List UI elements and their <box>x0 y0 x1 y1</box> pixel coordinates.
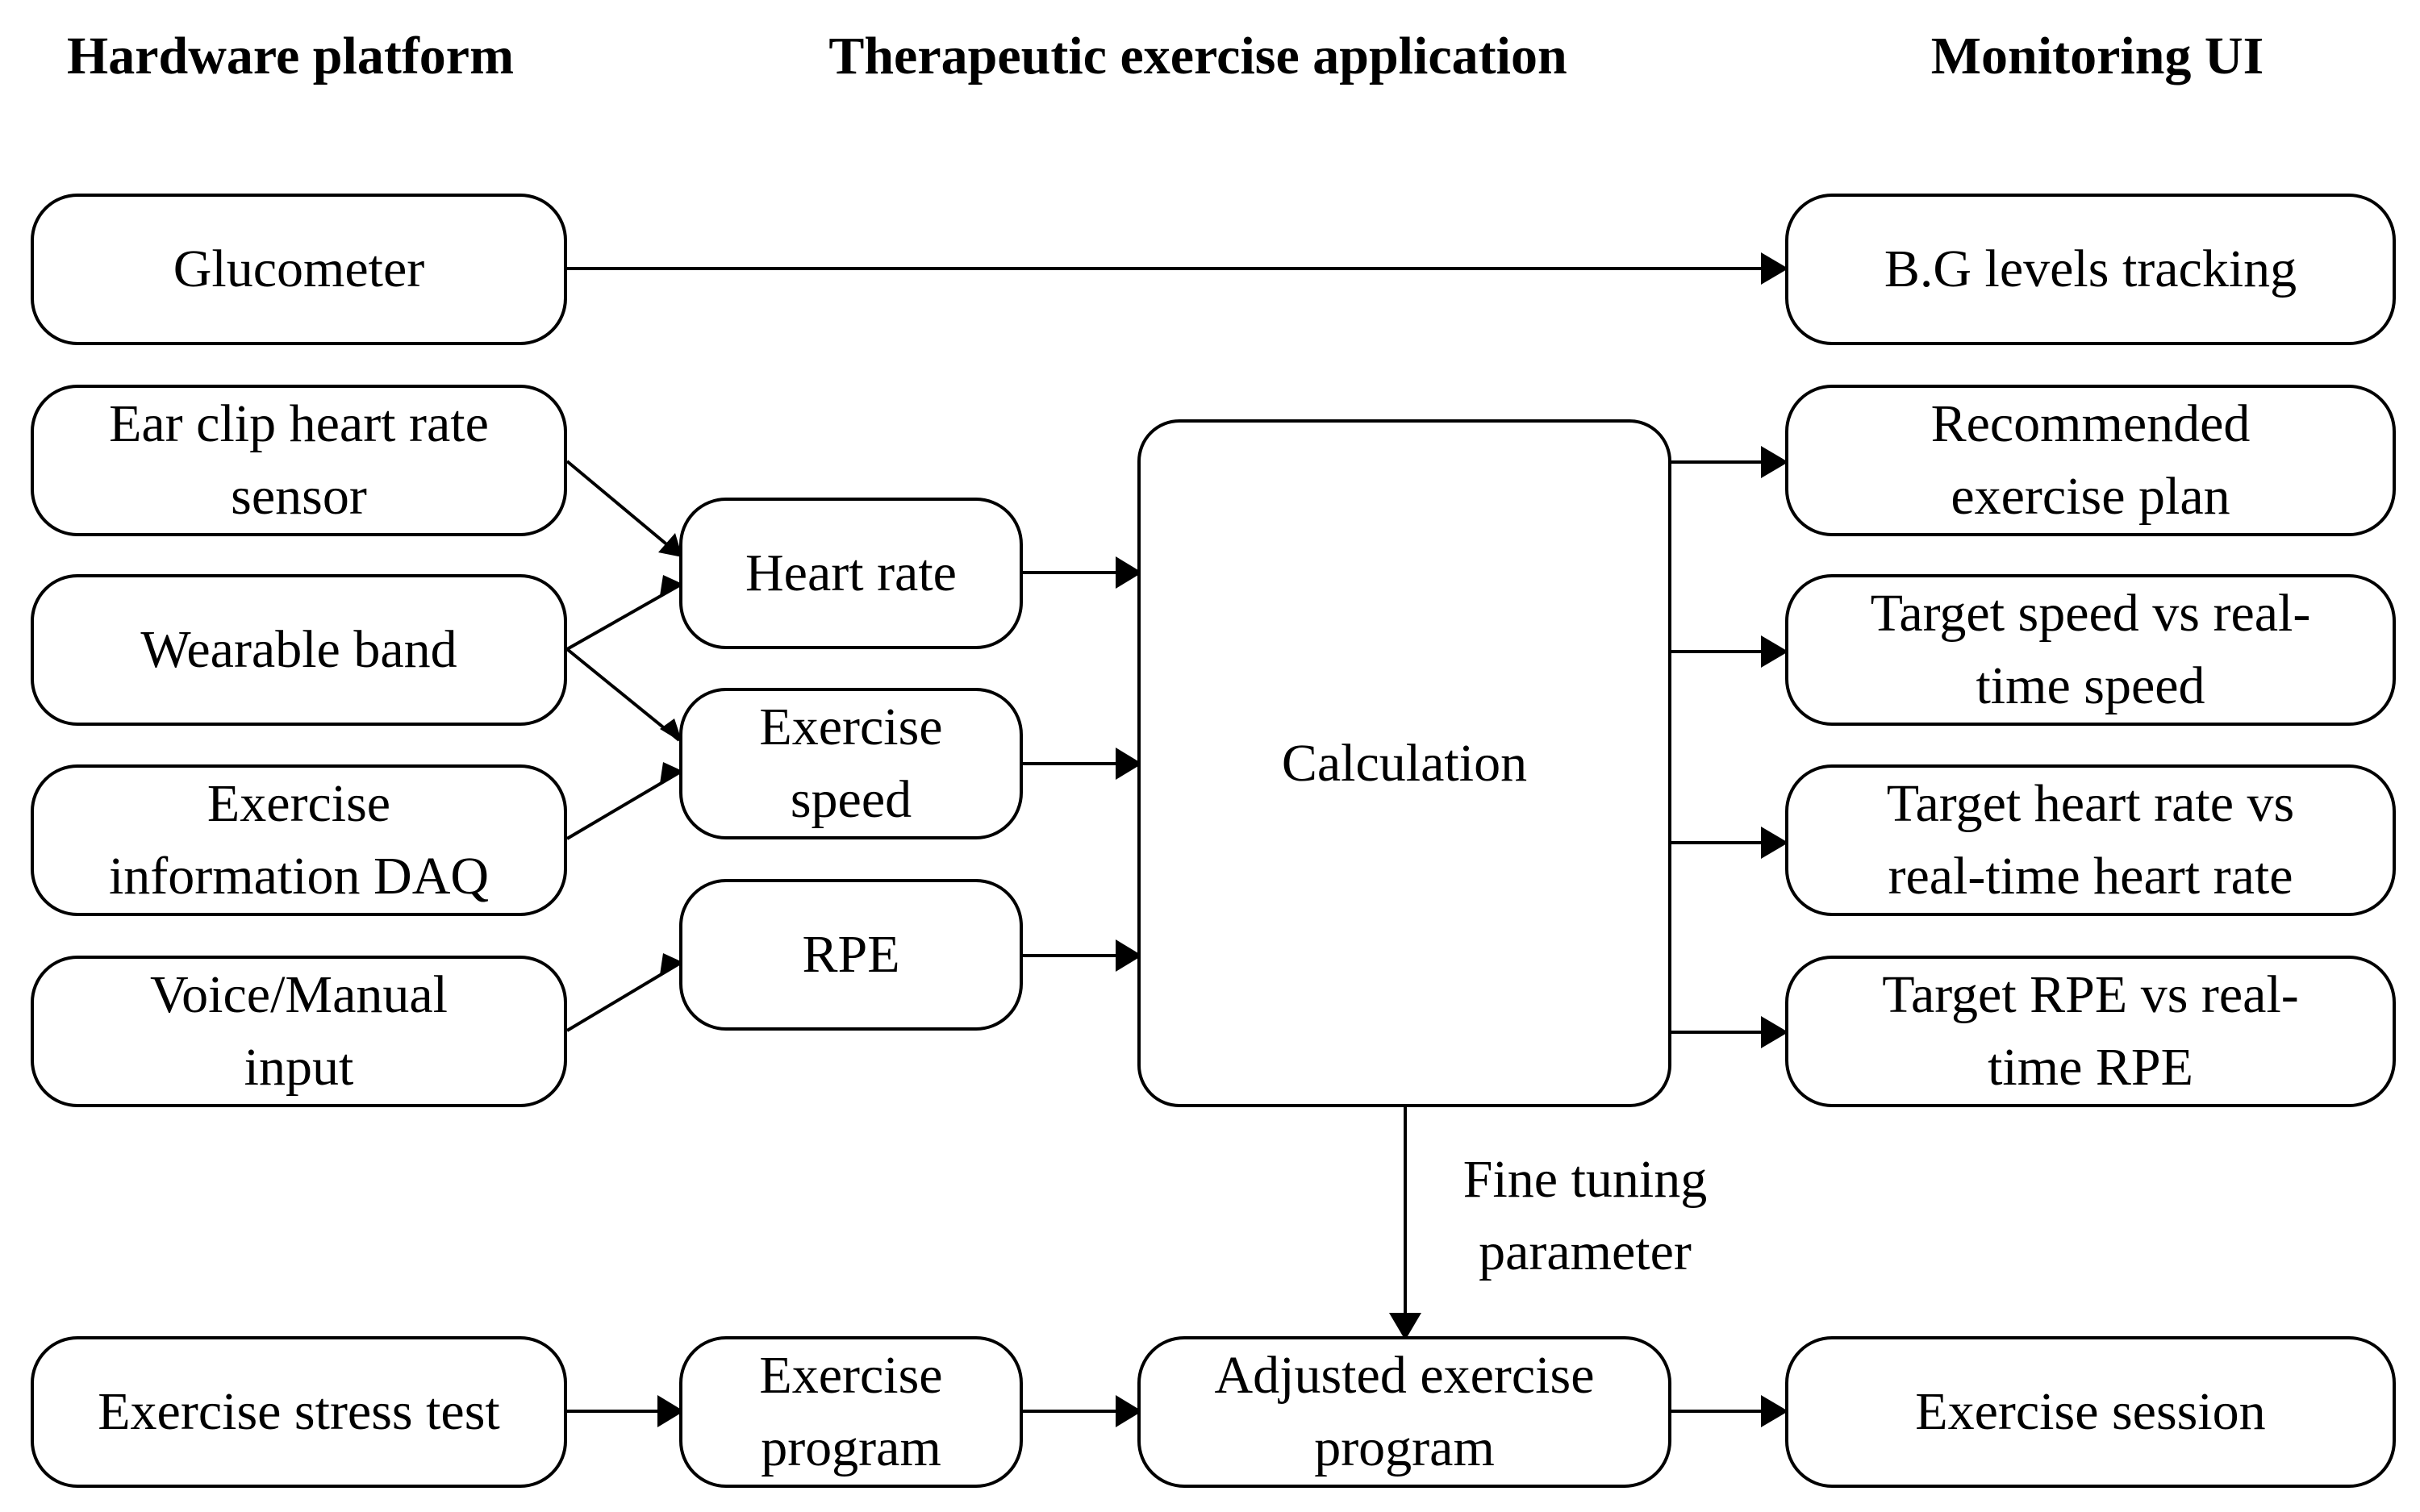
adjusted-program-label-line1: Adjusted exercise <box>1214 1346 1595 1405</box>
stress-test-label: Exercise stress test <box>98 1382 500 1441</box>
target-rpe-label-line1: Target RPE vs real- <box>1882 965 2299 1024</box>
heart-rate-label: Heart rate <box>745 544 957 602</box>
node-exercise-stress-test: Exercise stress test <box>31 1336 567 1488</box>
node-ear-clip-sensor: Ear clip heart rate sensor <box>31 385 567 536</box>
glucometer-label: Glucometer <box>173 240 425 298</box>
arrowhead-speed-calc <box>1116 748 1142 780</box>
node-adjusted-exercise-program: Adjusted exercise program <box>1137 1336 1671 1488</box>
header-hardware-platform: Hardware platform <box>66 27 515 85</box>
arrow-band-to-speed <box>565 648 681 742</box>
exercise-speed-label-line2: speed <box>790 770 912 829</box>
voice-input-label-line1: Voice/Manual <box>149 965 449 1024</box>
arrowhead-glucometer-to-bg <box>1761 252 1788 285</box>
exercise-speed-label-line1: Exercise <box>759 698 943 756</box>
arrowhead-band-speed <box>660 719 682 743</box>
arrowhead-voice-rpe <box>660 953 682 975</box>
adjusted-program-label-line2: program <box>1314 1418 1495 1477</box>
node-exercise-session: Exercise session <box>1785 1336 2396 1488</box>
target-hr-label-line2: real-time heart rate <box>1888 847 2293 906</box>
arrowhead-program-adjusted <box>1116 1395 1142 1427</box>
arrowhead-hr-calc <box>1116 556 1142 589</box>
target-rpe-label-line2: time RPE <box>1988 1038 2193 1097</box>
calculation-label: Calculation <box>1281 733 1528 793</box>
arrowhead-adjusted <box>1389 1313 1421 1340</box>
node-heart-rate: Heart rate <box>679 498 1023 649</box>
recommended-plan-label-line2: exercise plan <box>1951 467 2230 526</box>
node-exercise-daq: Exercise information DAQ <box>31 764 567 916</box>
fine-tuning-line2: parameter <box>1479 1223 1692 1281</box>
voice-input-label-line2: input <box>244 1038 354 1097</box>
arrow-voice-to-rpe <box>565 962 681 1032</box>
exercise-program-label-line1: Exercise <box>759 1346 943 1405</box>
arrow-daq-to-speed <box>565 771 681 840</box>
target-speed-label-line2: time speed <box>1976 656 2205 715</box>
ear-clip-label-line2: sensor <box>231 467 367 526</box>
arrowhead-adjusted-session <box>1761 1395 1788 1427</box>
exercise-daq-label-line1: Exercise <box>207 774 391 833</box>
arrow-earclip-to-heartrate <box>565 460 681 556</box>
target-speed-label-line1: Target speed vs real- <box>1870 584 2311 643</box>
node-target-rpe-compare: Target RPE vs real- time RPE <box>1785 956 2396 1107</box>
node-target-speed-compare: Target speed vs real- time speed <box>1785 574 2396 726</box>
node-recommended-exercise-plan: Recommended exercise plan <box>1785 385 2396 536</box>
exercise-program-label-line2: program <box>761 1418 941 1477</box>
node-calculation: Calculation <box>1137 419 1671 1107</box>
arrowhead-stress-program <box>657 1395 684 1427</box>
arrow-band-to-heartrate <box>566 584 680 651</box>
exercise-session-label: Exercise session <box>1915 1382 2266 1441</box>
rpe-label: RPE <box>802 925 900 984</box>
node-glucometer: Glucometer <box>31 194 567 345</box>
node-exercise-speed: Exercise speed <box>679 688 1023 839</box>
node-rpe: RPE <box>679 879 1023 1031</box>
arrowhead-speed-compare <box>1761 635 1788 668</box>
target-hr-label-line1: Target heart rate vs <box>1886 774 2295 833</box>
arrowhead-hr-compare <box>1761 827 1788 859</box>
node-wearable-band: Wearable band <box>31 574 567 726</box>
node-exercise-program: Exercise program <box>679 1336 1023 1488</box>
fine-tuning-parameter-label: Fine tuning parameter <box>1424 1143 1746 1289</box>
fine-tuning-line1: Fine tuning <box>1462 1150 1708 1209</box>
wearable-band-label: Wearable band <box>140 620 457 679</box>
header-monitoring-ui: Monitoring UI <box>1930 27 2264 85</box>
node-target-heart-rate-compare: Target heart rate vs real-time heart rat… <box>1785 764 2396 916</box>
arrowhead-earclip-heartrate <box>658 533 682 557</box>
arrowhead-daq-speed <box>660 762 682 784</box>
arrowhead-rpe-compare <box>1761 1016 1788 1048</box>
recommended-plan-label-line1: Recommended <box>1930 394 2251 453</box>
bg-tracking-label: B.G levels tracking <box>1884 240 2297 298</box>
node-bg-levels-tracking: B.G levels tracking <box>1785 194 2396 345</box>
exercise-daq-label-line2: information DAQ <box>108 847 490 906</box>
arrowhead-plan <box>1761 446 1788 478</box>
arrowhead-band-heartrate <box>660 575 682 596</box>
node-voice-manual-input: Voice/Manual input <box>31 956 567 1107</box>
header-therapeutic-application: Therapeutic exercise application <box>828 27 1567 85</box>
ear-clip-label-line1: Ear clip heart rate <box>109 394 489 453</box>
arrowhead-rpe-calc <box>1116 939 1142 972</box>
